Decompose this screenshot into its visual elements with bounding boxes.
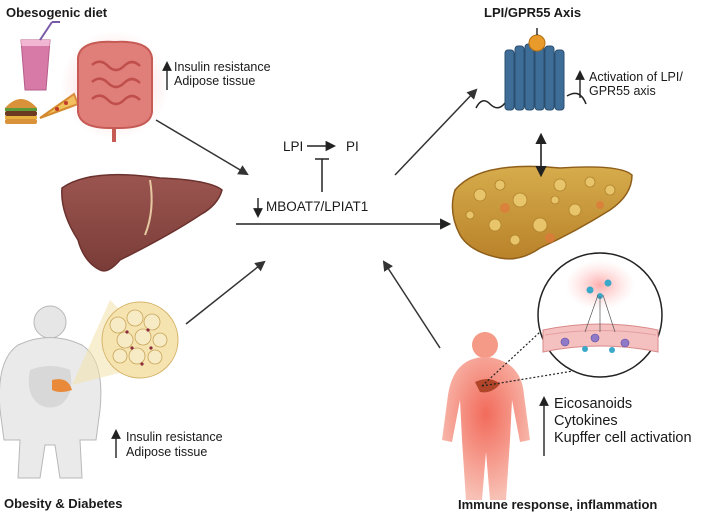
arrow-diet-to-center — [155, 119, 249, 176]
immune-effect-3: Kupffer cell activation — [554, 430, 692, 446]
diet-effect-2: Adipose tissue — [174, 74, 256, 88]
obesity-effect-1: Insulin resistance — [126, 430, 223, 444]
immune-title: Immune response, inflammation — [458, 497, 658, 512]
burger-icon — [5, 99, 37, 124]
immune-effect-2: Cytokines — [554, 413, 618, 429]
adipocytes-icon — [101, 301, 179, 379]
lpi-effect-1: Activation of LPI/ — [589, 70, 683, 84]
enzyme-label: MBOAT7/LPIAT1 — [266, 199, 369, 214]
obesity-effect-2: Adipose tissue — [126, 445, 208, 459]
gpr55-receptor-icon — [475, 28, 587, 111]
arrow-immune-to-center — [382, 260, 441, 349]
obesogenic-diet-title: Obesogenic diet — [6, 5, 108, 20]
immune-effect-1: Eicosanoids — [554, 396, 633, 412]
obese-body-icon — [0, 305, 102, 479]
pi-label: PI — [346, 139, 359, 154]
lpi-effect-2: GPR55 axis — [589, 84, 656, 98]
inflamed-body-icon — [442, 332, 530, 500]
healthy-liver-icon — [61, 173, 223, 272]
diet-effect-1: Insulin resistance — [174, 60, 271, 74]
arrow-center-to-receptor — [394, 88, 478, 176]
fatty-liver-icon — [451, 165, 633, 260]
intestine-icon — [60, 30, 170, 142]
lpi-label: LPI — [283, 139, 304, 154]
lpi-gpr55-title: LPI/GPR55 Axis — [484, 5, 582, 20]
obesity-diabetes-title: Obesity & Diabetes — [4, 496, 123, 511]
drink-icon — [20, 21, 60, 91]
arrow-obesity-to-center — [185, 260, 266, 325]
blood-vessel-inset-icon — [537, 252, 663, 378]
